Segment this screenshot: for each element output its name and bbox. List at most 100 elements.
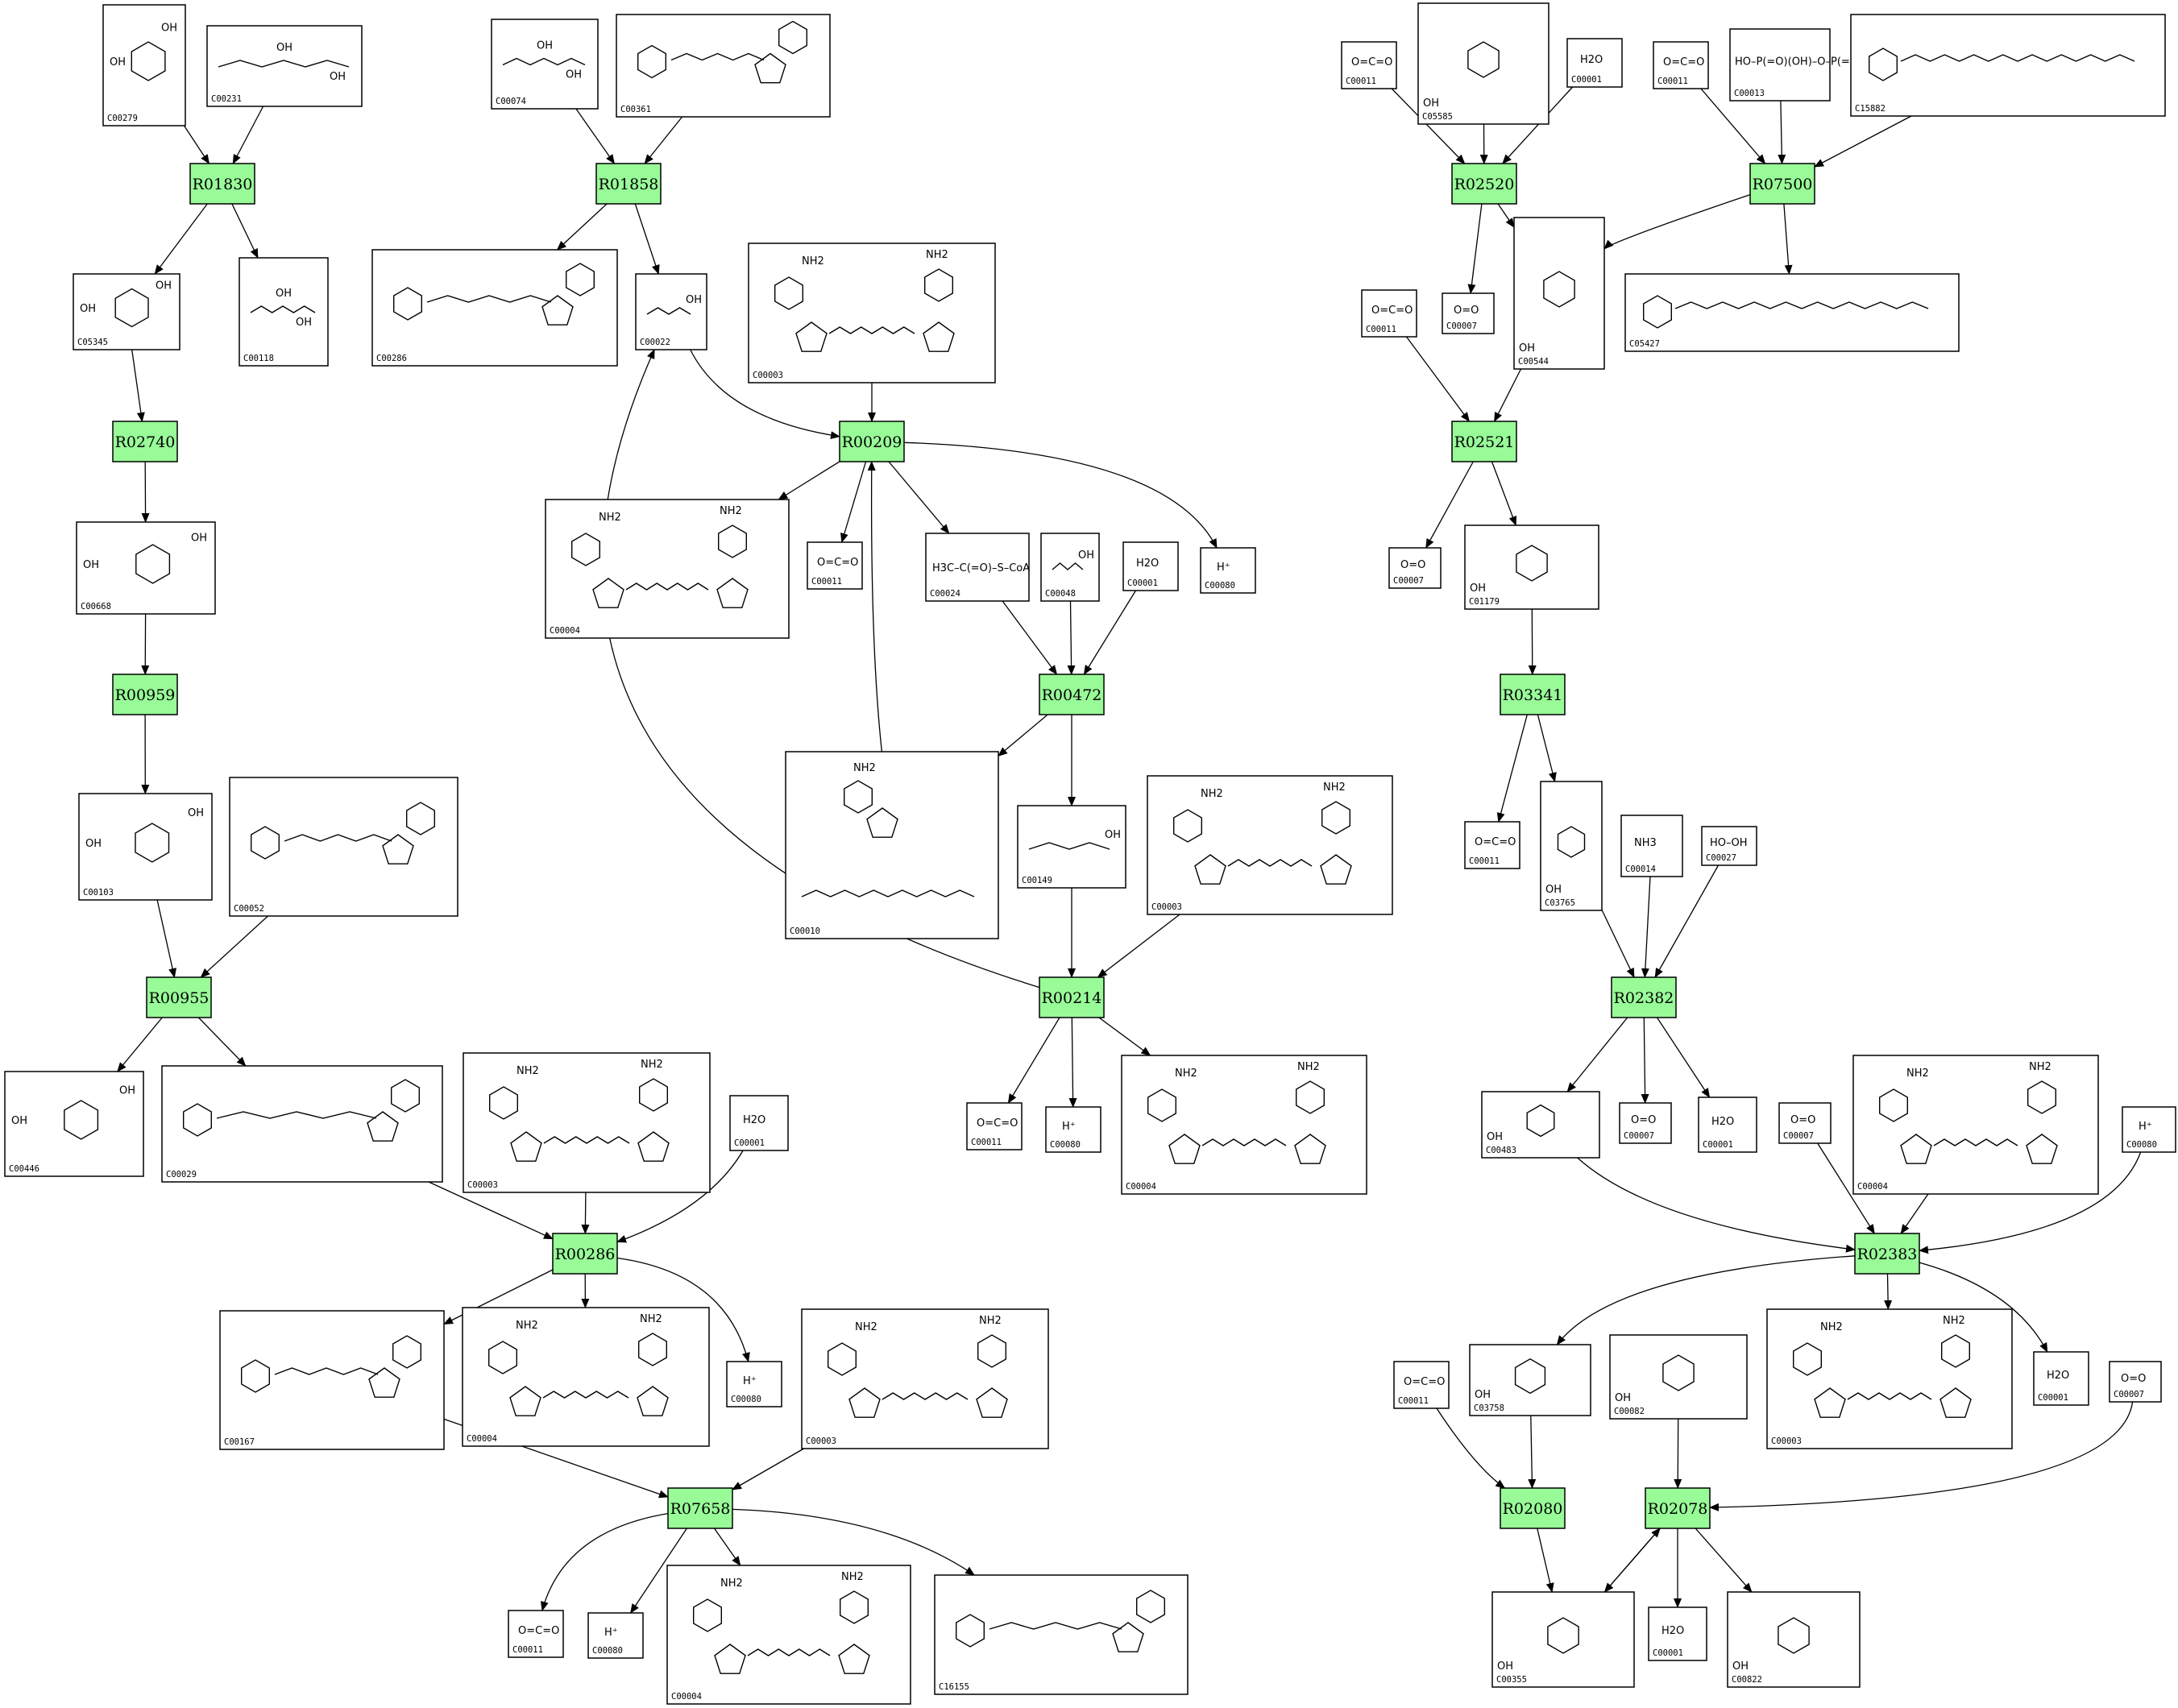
- compound-node[interactable]: H⁺C00080: [2122, 1106, 2176, 1153]
- reaction-node[interactable]: R07658: [667, 1487, 733, 1529]
- compound-node[interactable]: C15882: [1850, 14, 2166, 117]
- compound-node[interactable]: C00361: [616, 14, 831, 118]
- compound-id-label: C00004: [1126, 1182, 1156, 1192]
- reaction-node[interactable]: R02078: [1645, 1487, 1711, 1529]
- reaction-box: [112, 421, 178, 462]
- compound-node[interactable]: C00029: [161, 1065, 443, 1183]
- reaction-node[interactable]: R02080: [1500, 1487, 1566, 1529]
- reaction-node[interactable]: R01858: [595, 163, 662, 205]
- compound-node[interactable]: C00167: [219, 1310, 445, 1450]
- reaction-node[interactable]: R01830: [189, 163, 255, 205]
- compound-node[interactable]: H⁺C00080: [587, 1612, 644, 1659]
- compound-box: [1481, 1091, 1600, 1159]
- compound-id-label: C05427: [1629, 339, 1660, 349]
- reaction-node[interactable]: R00286: [552, 1233, 618, 1275]
- compound-node[interactable]: H⁺C00080: [726, 1361, 782, 1407]
- compound-node[interactable]: C16155: [934, 1574, 1189, 1695]
- reaction-node[interactable]: R02520: [1451, 163, 1517, 205]
- compound-node[interactable]: C05427: [1624, 273, 1960, 352]
- compound-node[interactable]: C00286: [371, 249, 618, 367]
- reaction-node[interactable]: R02383: [1854, 1233, 1920, 1275]
- reaction-node[interactable]: R00214: [1039, 976, 1105, 1018]
- atom-label: OH: [191, 533, 207, 545]
- edge-C00544-to-R02521: [1494, 368, 1522, 422]
- reaction-node[interactable]: R03341: [1500, 674, 1566, 715]
- compound-box: [462, 1307, 710, 1447]
- compound-id-label: C00080: [731, 1395, 761, 1404]
- reaction-node[interactable]: R00209: [839, 421, 905, 462]
- compound-node[interactable]: C00052: [229, 777, 458, 917]
- reaction-node[interactable]: R02521: [1451, 421, 1517, 462]
- reaction-node[interactable]: R00472: [1039, 674, 1105, 715]
- structure-sketch: H3C–C(=O)–S–CoA: [932, 562, 1030, 574]
- compound-id-label: C00011: [1346, 77, 1376, 86]
- edge-R02383-to-C03758: [1556, 1255, 1856, 1345]
- reaction-node[interactable]: R00955: [146, 976, 212, 1018]
- reaction-node[interactable]: R02382: [1611, 976, 1677, 1018]
- structure-sketch: OH: [1028, 829, 1121, 850]
- reaction-node[interactable]: R02740: [112, 421, 178, 462]
- compound-node[interactable]: H⁺C00080: [1200, 547, 1256, 594]
- compound-node[interactable]: H⁺C00080: [1045, 1106, 1101, 1153]
- reaction-node[interactable]: R07500: [1749, 163, 1815, 205]
- compound-box: [219, 1310, 445, 1450]
- reaction-node[interactable]: R00959: [112, 674, 178, 715]
